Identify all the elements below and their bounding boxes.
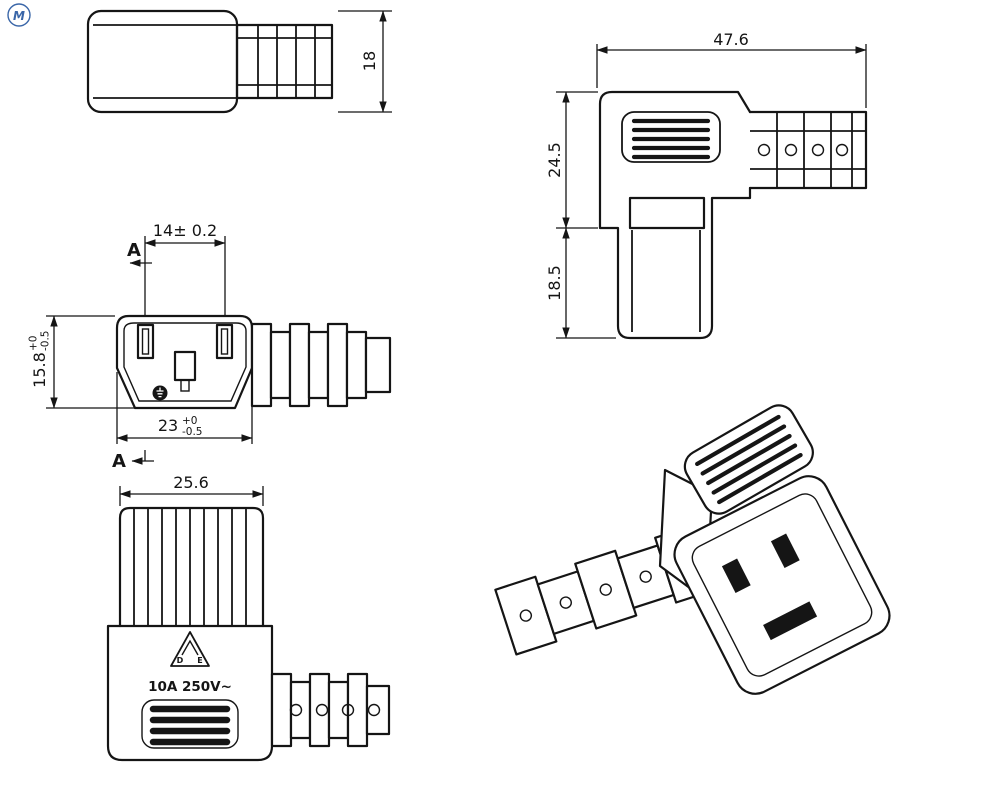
iso-socket-face bbox=[673, 475, 891, 695]
section-mark-bottom: A bbox=[112, 450, 154, 472]
front-strain-relief bbox=[250, 322, 392, 408]
dim-front-height-value: 15.8 bbox=[30, 352, 49, 388]
dim-side-height-label: 18 bbox=[360, 51, 379, 71]
latch-detail bbox=[628, 196, 706, 230]
watermark-logo: M bbox=[7, 3, 31, 27]
dim-front-width: 23 +0 -0.5 bbox=[116, 372, 253, 444]
vde-letter-left: D bbox=[177, 656, 184, 665]
top-strain-relief bbox=[270, 672, 391, 748]
iso-socket-hole-right bbox=[770, 533, 800, 568]
right-angle-strain-relief bbox=[748, 110, 868, 190]
iso-socket-hole-ground bbox=[763, 601, 818, 641]
top-nose-ridges bbox=[133, 508, 247, 626]
dim-top-width-label: 25.6 bbox=[173, 473, 209, 492]
iso-vent-grill bbox=[683, 404, 814, 515]
dim-front-width-tol-plus: +0 bbox=[182, 415, 197, 427]
view-top: 25.6 D E 10A 250V~ bbox=[106, 473, 391, 762]
view-front: 14± 0.2 A A 15.8 +0 -0.5 23 +0 bbox=[28, 221, 392, 472]
right-angle-outline bbox=[598, 90, 752, 340]
dim-top-width: 25.6 bbox=[119, 473, 264, 506]
top-body-outline bbox=[106, 624, 274, 762]
iso-socket-hole-left bbox=[721, 558, 751, 593]
dim-front-width-value: 23 bbox=[158, 416, 178, 435]
dim-front-height-tol-minus: -0.5 bbox=[40, 331, 52, 352]
dim-upper-height: 24.5 bbox=[545, 91, 598, 229]
dim-front-height-tol-plus: +0 bbox=[28, 336, 40, 351]
section-mark-top: A bbox=[127, 240, 152, 267]
top-nose-outline bbox=[118, 506, 265, 628]
vde-letter-right: E bbox=[197, 656, 202, 665]
side-body-lines bbox=[93, 24, 237, 99]
top-vent-grill bbox=[141, 699, 239, 749]
side-strain-relief bbox=[235, 23, 334, 100]
watermark-letter: M bbox=[13, 9, 25, 23]
section-label-bottom: A bbox=[112, 451, 126, 472]
body-inner-lines bbox=[631, 230, 701, 332]
earth-symbol bbox=[152, 385, 168, 401]
dim-pin-spacing: 14± 0.2 bbox=[144, 221, 226, 316]
section-label-top: A bbox=[127, 240, 141, 261]
pin-right bbox=[215, 323, 234, 360]
dim-lower-height: 18.5 bbox=[545, 227, 616, 339]
side-body-outline bbox=[86, 9, 239, 114]
rating-label: 10A 250V~ bbox=[148, 679, 232, 695]
view-isometric bbox=[494, 404, 891, 695]
dim-pin-spacing-label: 14± 0.2 bbox=[153, 221, 217, 240]
dim-front-height: 15.8 +0 -0.5 bbox=[28, 315, 135, 409]
dim-front-width-tol-minus: -0.5 bbox=[182, 426, 203, 438]
dim-overall-width: 47.6 bbox=[596, 30, 867, 108]
front-body-outline bbox=[115, 314, 254, 410]
dim-upper-height-label: 24.5 bbox=[545, 142, 564, 178]
dim-overall-width-label: 47.6 bbox=[713, 30, 749, 49]
front-body-inner-outline bbox=[123, 322, 247, 402]
view-side: 18 bbox=[86, 9, 392, 114]
dim-side-height: 18 bbox=[338, 10, 392, 113]
vent-grill bbox=[621, 111, 721, 163]
ground-slot bbox=[173, 350, 197, 392]
view-right-angle: 47.6 24.5 18.5 bbox=[545, 30, 868, 340]
vde-mark: D E bbox=[170, 631, 210, 667]
pin-left bbox=[136, 323, 155, 360]
dim-lower-height-label: 18.5 bbox=[545, 265, 564, 301]
